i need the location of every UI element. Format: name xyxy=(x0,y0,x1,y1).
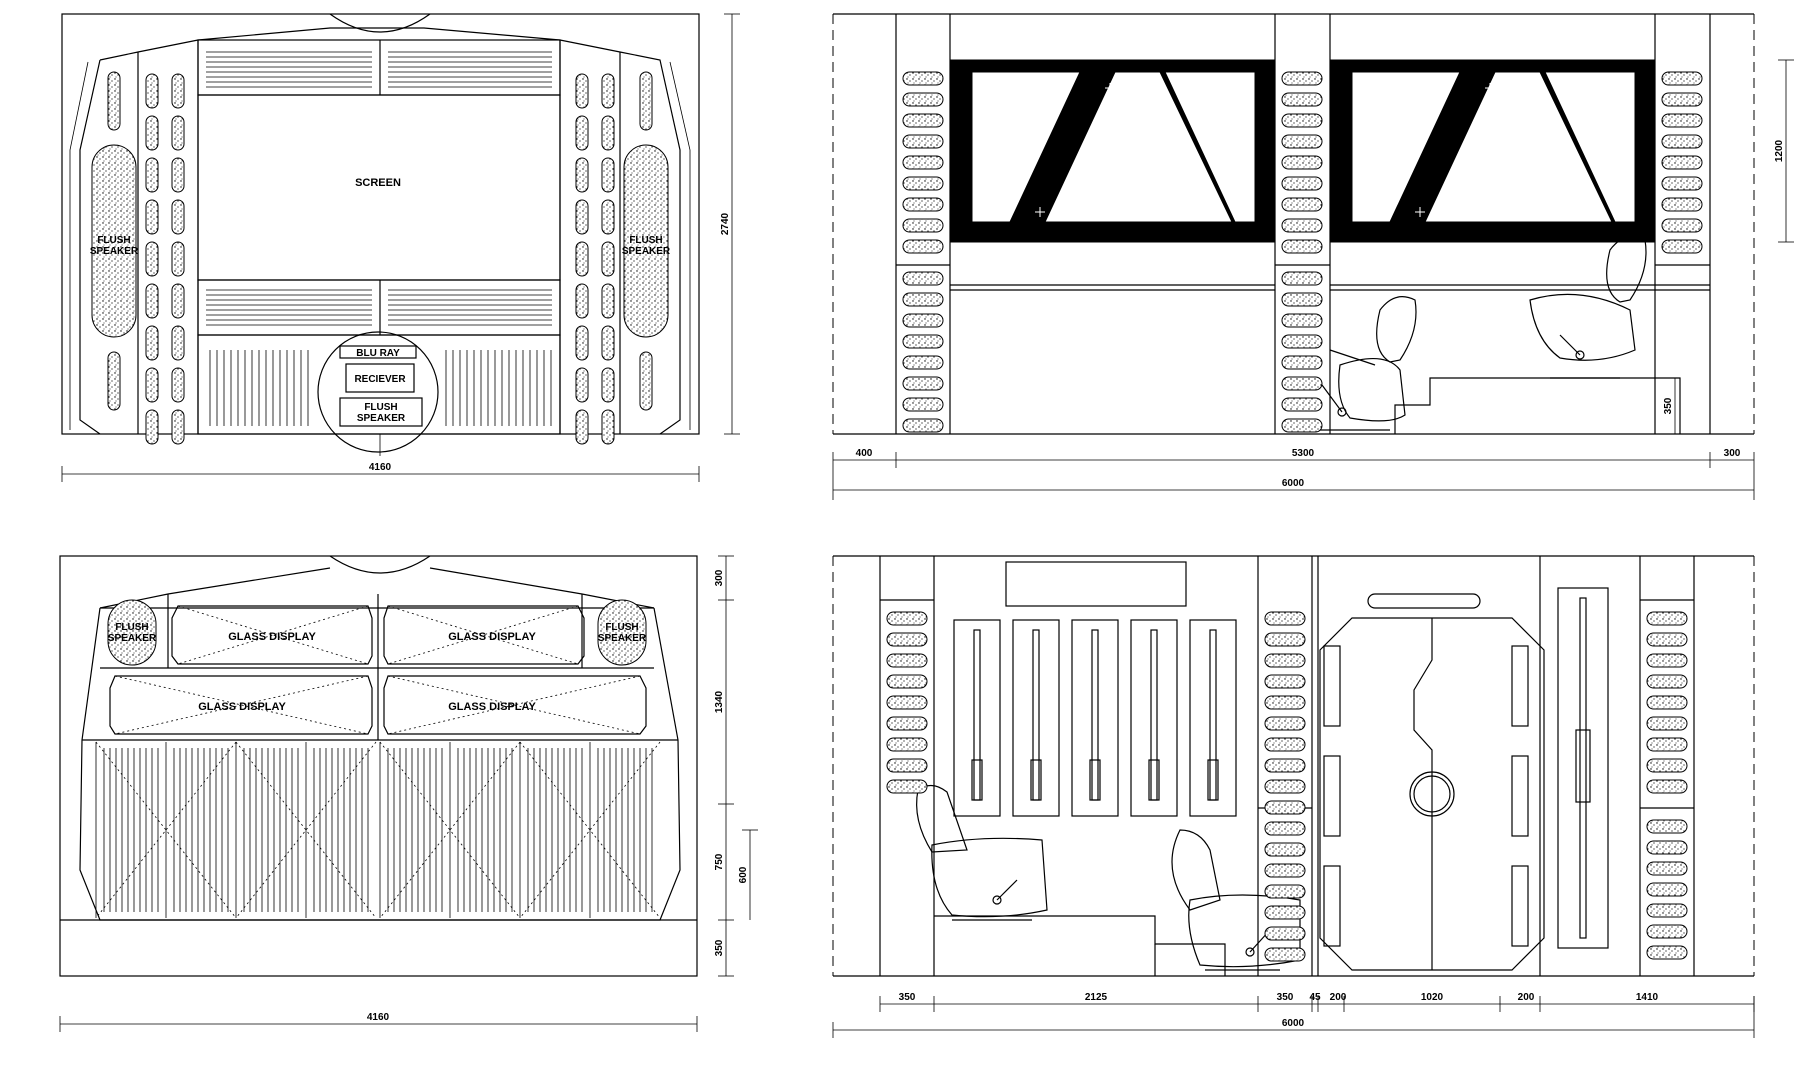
p2-height-dim: 1200 xyxy=(1774,139,1785,162)
flush-speaker-label-2: SPEAKER xyxy=(357,413,406,424)
p4-dim-3: 350 xyxy=(1277,992,1294,1003)
right-speaker-label-1: FLUSH xyxy=(629,235,662,246)
p4-total-dim: 6000 xyxy=(1282,1018,1305,1029)
p4-dim-8: 1410 xyxy=(1636,992,1659,1003)
p2-total-dim: 6000 xyxy=(1282,478,1305,489)
side-elevation-triangles: 400 5300 300 6000 1200 350 xyxy=(832,13,1794,500)
p3-dim-r3: 750 xyxy=(714,853,725,870)
flush-speaker-label-1: FLUSH xyxy=(364,402,397,413)
p3-left-speaker-2: SPEAKER xyxy=(108,633,157,644)
p3-dim-r4: 350 xyxy=(714,939,725,956)
p2-dim-1: 400 xyxy=(856,448,873,459)
side-elevation-bar: 350 2125 350 45 200 1020 200 1410 6000 xyxy=(832,555,1755,1038)
p3-right-speaker-2: SPEAKER xyxy=(598,633,647,644)
bluray-label: BLU RAY xyxy=(356,348,400,359)
p4-dim-7: 200 xyxy=(1518,992,1535,1003)
p3-dim-r1: 300 xyxy=(714,569,725,586)
left-speaker-label-2: SPEAKER xyxy=(90,246,139,257)
p2-step-dim: 350 xyxy=(1663,397,1674,414)
p3-inner-dim: 600 xyxy=(738,866,749,883)
p4-dim-4: 45 xyxy=(1309,992,1321,1003)
p4-dim-6: 1020 xyxy=(1421,992,1444,1003)
p1-height-dim: 2740 xyxy=(720,212,731,235)
glass-display-1: GLASS DISPLAY xyxy=(228,631,316,643)
left-speaker-label-1: FLUSH xyxy=(97,235,130,246)
p4-dim-1: 350 xyxy=(899,992,916,1003)
p3-right-speaker-1: FLUSH xyxy=(605,622,638,633)
p3-left-speaker-1: FLUSH xyxy=(115,622,148,633)
glass-display-3: GLASS DISPLAY xyxy=(198,701,286,713)
screen-label: SCREEN xyxy=(355,177,401,189)
p3-width-dim: 4160 xyxy=(367,1012,390,1023)
glass-display-2: GLASS DISPLAY xyxy=(448,631,536,643)
glass-display-4: GLASS DISPLAY xyxy=(448,701,536,713)
p1-width-dim: 4160 xyxy=(369,462,392,473)
p4-dim-5: 200 xyxy=(1330,992,1347,1003)
p4-dim-2: 2125 xyxy=(1085,992,1108,1003)
p2-dim-3: 300 xyxy=(1724,448,1741,459)
right-speaker-label-2: SPEAKER xyxy=(622,246,671,257)
receiver-label: RECIEVER xyxy=(354,374,406,385)
front-elevation-glass-display: FLUSH SPEAKER FLUSH SPEAKER GLASS DISPLA… xyxy=(59,555,758,1032)
front-elevation-screen: SCREEN BLU RAY RECIEVER FLUSH SPEAKER FL… xyxy=(61,13,740,482)
p2-dim-2: 5300 xyxy=(1292,448,1315,459)
p3-dim-r2: 1340 xyxy=(714,690,725,713)
